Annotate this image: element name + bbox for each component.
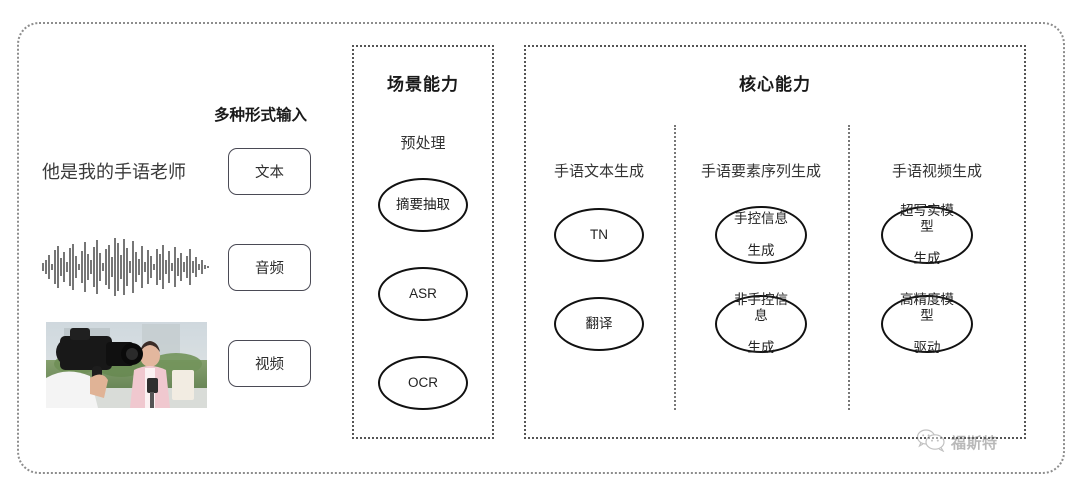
- column-header-sign-text-generation: 手语文本生成: [553, 163, 644, 180]
- node-high-precision-model-driving[interactable]: 高精度模型 驱动: [881, 292, 973, 355]
- core-capability-panel: 核心能力: [524, 45, 1026, 439]
- sample-text: 他是我的手语老师: [42, 162, 186, 182]
- node-asr[interactable]: ASR: [378, 267, 468, 321]
- core-column-divider-2: [848, 125, 850, 410]
- node-line: 超写实模型: [900, 203, 954, 235]
- audio-waveform-icon: [38, 236, 213, 298]
- node-line: 生成: [913, 250, 941, 266]
- node-line: 生成: [747, 242, 775, 258]
- input-section-heading: 多种形式输入: [214, 107, 308, 124]
- node-manual-info-generation[interactable]: 手控信息 生成: [715, 206, 807, 264]
- node-summary-extraction[interactable]: 摘要抽取: [378, 178, 468, 232]
- modality-button-text[interactable]: 文本: [228, 148, 311, 195]
- node-line: 高精度模型: [900, 292, 954, 324]
- node-line: 生成: [747, 339, 775, 355]
- watermark: 福斯特: [916, 428, 998, 457]
- node-translation[interactable]: 翻译: [554, 297, 644, 351]
- wechat-icon: [916, 428, 946, 457]
- modality-button-video[interactable]: 视频: [228, 340, 311, 387]
- modality-label: 文本: [255, 165, 284, 181]
- node-hyperrealistic-model-generation[interactable]: 超写实模型 生成: [881, 203, 973, 266]
- node-line: 手控信息: [734, 211, 788, 227]
- video-thumbnail-icon: [46, 322, 207, 408]
- node-ocr[interactable]: OCR: [378, 356, 468, 410]
- outer-frame: [17, 22, 1065, 474]
- node-tn[interactable]: TN: [554, 208, 644, 262]
- modality-label: 音频: [255, 261, 284, 277]
- scene-panel-title: 场景能力: [387, 75, 459, 94]
- column-header-sign-element-sequence-generation: 手语要素序列生成: [700, 163, 821, 180]
- core-column-divider-1: [674, 125, 676, 410]
- node-line: 非手控信息: [734, 292, 788, 324]
- modality-label: 视频: [255, 357, 284, 373]
- node-non-manual-info-generation[interactable]: 非手控信息 生成: [715, 292, 807, 355]
- core-panel-title: 核心能力: [739, 75, 811, 94]
- column-header-preprocess: 预处理: [400, 135, 446, 152]
- column-header-sign-video-generation: 手语视频生成: [891, 163, 982, 180]
- node-line: 驱动: [913, 339, 941, 355]
- scene-capability-panel: 场景能力: [352, 45, 494, 439]
- watermark-label: 福斯特: [951, 435, 998, 452]
- modality-button-audio[interactable]: 音频: [228, 244, 311, 291]
